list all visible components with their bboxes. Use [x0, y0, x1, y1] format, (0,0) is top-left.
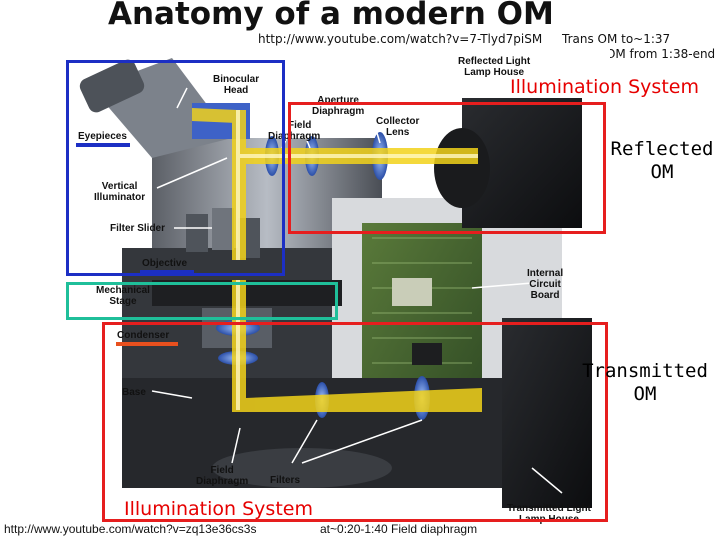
eyepieces-underline	[76, 143, 130, 147]
field-diaphragm-timecode: at~0:20-1:40 Field diaphragm	[320, 522, 478, 536]
label-objective: Objective	[142, 258, 188, 269]
label-condenser: Condenser	[117, 330, 170, 341]
transmitted-illumination-box	[102, 322, 608, 522]
bottom-video-link[interactable]: http://www.youtube.com/watch?v=zq13e36cs…	[4, 522, 257, 536]
label-base: Base	[122, 387, 146, 398]
illumination-system-top: Illumination System	[510, 76, 699, 98]
transmitted-lamp-housing	[502, 318, 592, 508]
label-eyepieces: Eyepieces	[78, 131, 127, 142]
slide-title: Anatomy of a modern OM	[108, 0, 554, 32]
eyepiece-objective-region-box	[66, 60, 285, 276]
note-transmitted: Trans OM to~1:37	[562, 32, 671, 46]
objective-underline	[140, 270, 194, 274]
label-filters: Filters	[270, 475, 301, 486]
reflected-illumination-box	[288, 102, 606, 234]
mechanical-stage-box	[66, 282, 338, 320]
label-filter-slider: Filter Slider	[110, 223, 166, 234]
microscope-illustration	[62, 48, 610, 526]
condenser-underline	[116, 342, 178, 346]
top-video-link[interactable]: http://www.youtube.com/watch?v=7-Tlyd7pi…	[258, 32, 543, 46]
illumination-system-bottom: Illumination System	[124, 498, 313, 520]
